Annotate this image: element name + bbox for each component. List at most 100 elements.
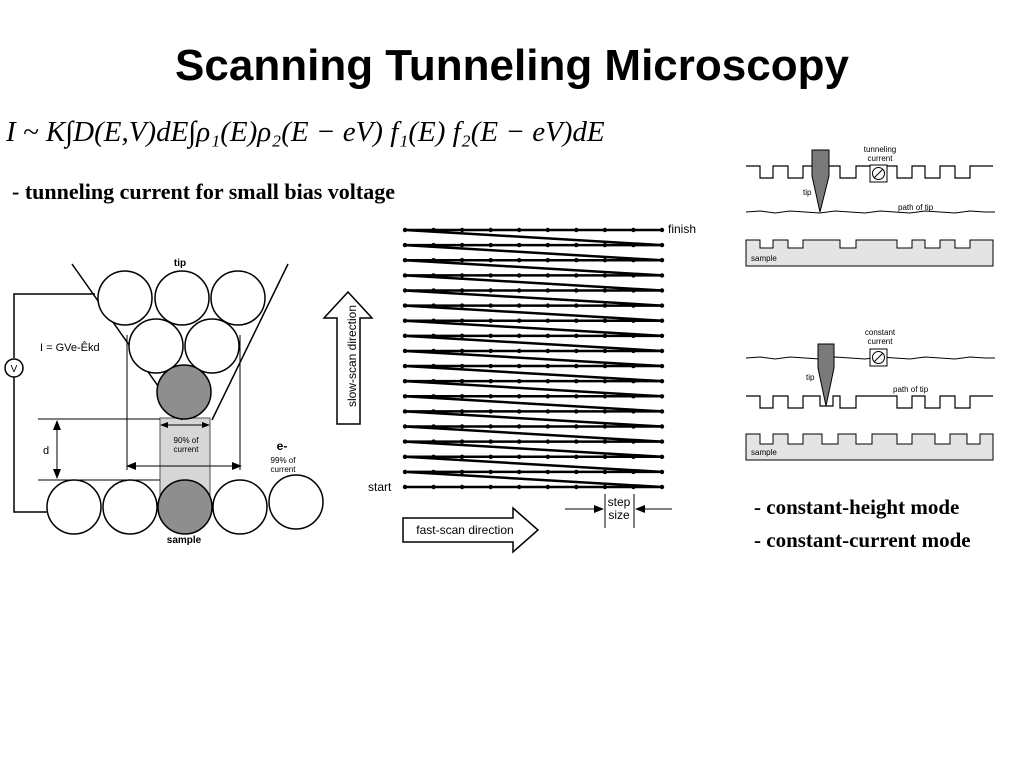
slow-scan-label: slow-scan direction [345, 305, 359, 407]
scan-point [602, 318, 608, 323]
scan-point [659, 242, 665, 248]
scan-point [517, 273, 522, 278]
current-tip-label: tip [806, 373, 815, 382]
scan-point [545, 318, 550, 323]
scan-point [659, 227, 665, 233]
scan-point [631, 424, 636, 429]
scan-point [602, 454, 608, 459]
scan-point [545, 424, 550, 429]
scan-point [545, 288, 550, 293]
scan-point [574, 484, 579, 490]
pct99-label: 99% of [271, 456, 297, 465]
current-sample [745, 433, 994, 461]
scan-point [517, 227, 522, 233]
scan-point [574, 379, 579, 384]
scan-point [545, 333, 550, 338]
scan-point [402, 484, 408, 490]
scan-point [659, 469, 665, 475]
scan-point [574, 303, 579, 308]
scan-point [488, 379, 493, 384]
scan-point [574, 227, 579, 233]
height-tip [811, 149, 830, 213]
tip-atom [210, 270, 266, 326]
scan-point [402, 258, 408, 263]
raster-scan-points [402, 227, 665, 490]
scan-point [459, 469, 465, 475]
current-equation-label: I = GVe-Êkd [40, 341, 100, 354]
scan-point [402, 409, 408, 414]
tip-atom [184, 318, 240, 374]
height-sample [745, 239, 994, 267]
scan-point [517, 394, 522, 399]
scan-point [574, 288, 579, 293]
scan-point [659, 484, 665, 490]
fast-scan-arrow [402, 506, 540, 554]
scan-point [431, 288, 436, 293]
pct90-label-2: current [174, 445, 200, 454]
scan-point [459, 333, 465, 338]
scan-point [459, 363, 465, 369]
voltmeter-icon [4, 358, 24, 378]
scan-point [402, 288, 408, 293]
scan-point [545, 409, 550, 414]
scan-point [631, 318, 636, 323]
scan-point [631, 273, 636, 278]
scan-point [517, 424, 522, 429]
scan-point [602, 379, 608, 384]
slow-scan-arrow [322, 290, 374, 425]
scan-point [631, 258, 636, 263]
scan-point [488, 333, 493, 338]
scan-point [602, 469, 608, 475]
scan-point [545, 379, 550, 384]
scan-point [659, 273, 665, 278]
tip-apex-atom [156, 364, 212, 420]
scan-point [659, 348, 665, 354]
scan-point [631, 288, 636, 293]
scan-point [517, 484, 522, 490]
current-path-label: path of tip [893, 385, 929, 394]
scan-point [402, 394, 408, 399]
scan-point [459, 227, 465, 233]
scan-point [545, 439, 550, 444]
height-sample-label: sample [751, 254, 777, 263]
scan-point [402, 273, 408, 278]
tip-atom [97, 270, 153, 326]
scan-point [402, 363, 408, 369]
scan-point [574, 333, 579, 338]
scan-point [631, 439, 636, 444]
scan-point [488, 409, 493, 414]
scan-point [431, 454, 436, 459]
scan-point [402, 348, 408, 354]
scan-point [602, 363, 608, 369]
scan-point [431, 258, 436, 263]
scan-point [602, 288, 608, 293]
scan-point [431, 348, 436, 354]
scan-point [431, 363, 436, 369]
scan-point [431, 333, 436, 338]
scan-point [431, 394, 436, 399]
scan-point [602, 227, 608, 233]
scan-point [402, 424, 408, 429]
scan-point [488, 394, 493, 399]
scan-point [659, 439, 665, 444]
scan-point [631, 409, 636, 414]
scan-point [631, 303, 636, 308]
scan-point [488, 439, 493, 444]
scan-point [659, 363, 665, 369]
scan-point [602, 394, 608, 399]
scan-point [545, 363, 550, 369]
scan-point [402, 242, 408, 248]
scan-point [545, 454, 550, 459]
scan-point [631, 227, 636, 233]
scan-point [431, 469, 436, 475]
constant-current-label: constant [865, 328, 896, 337]
scan-point [431, 303, 436, 308]
scan-point [459, 242, 465, 248]
scan-point [402, 454, 408, 459]
tunneling-current-label-2: current [868, 154, 894, 163]
scan-point [517, 318, 522, 323]
scan-point [517, 348, 522, 354]
scan-point [431, 484, 436, 490]
scan-point [659, 394, 665, 399]
